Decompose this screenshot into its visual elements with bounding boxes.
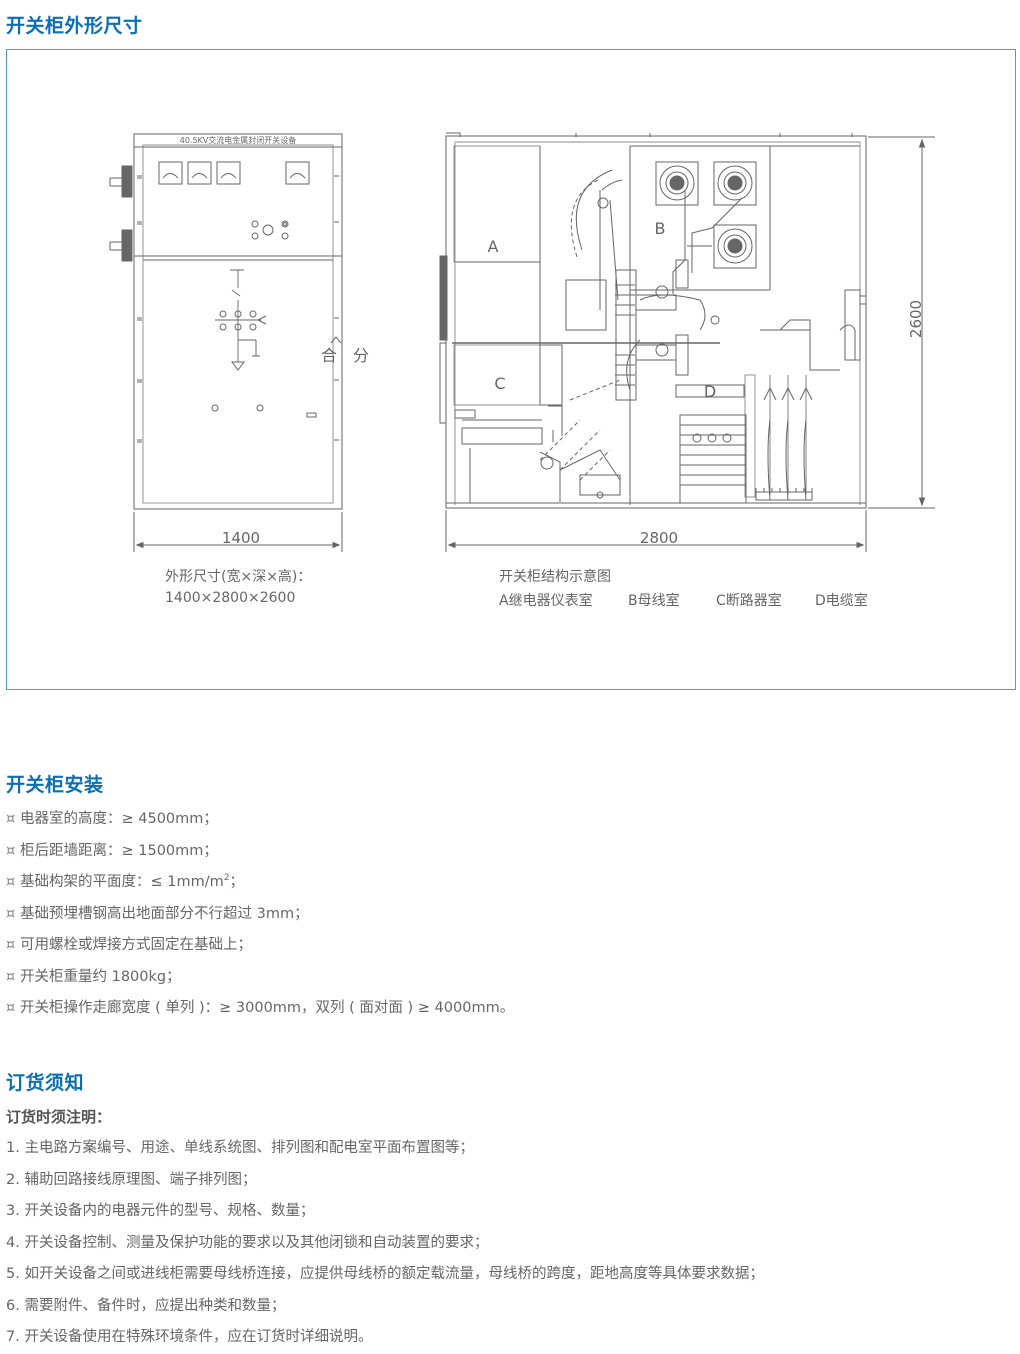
- switchgear-drawing: 40.5KV交流电金属封闭开关设备 合 分 1400: [109, 132, 935, 552]
- list-item: 3. 开关设备内的电器元件的型号、规格、数量；: [6, 1203, 315, 1219]
- item-text: 基础构架的平面度：≤ 1mm/m: [20, 874, 224, 890]
- item-text: 可用螺栓或焊接方式固定在基础上；: [20, 937, 252, 953]
- item-text: 开关柜操作走廊宽度 ( 单列 )：≥ 3000mm，双列 ( 面对面 ) ≥ 4…: [20, 1000, 515, 1016]
- section-title-installation: 开关柜安装: [6, 774, 104, 796]
- legend-b: B母线室: [628, 593, 680, 609]
- bullet-icon: ¤: [6, 1000, 16, 1016]
- item-text: 基础预埋槽钢高出地面部分不行超过 3mm；: [20, 905, 309, 922]
- front-width-label: 1400: [222, 529, 260, 547]
- section-title-dimensions: 开关柜外形尺寸: [6, 15, 143, 37]
- list-item: ¤基础构架的平面度：≤ 1mm/m2；: [6, 867, 514, 899]
- open-label: 分: [353, 346, 369, 365]
- item-text: 电器室的高度：≥ 4500mm；: [20, 811, 218, 827]
- room-b-label: B: [655, 219, 666, 238]
- legend-a: A继电器仪表室: [499, 593, 593, 609]
- bullet-icon: ¤: [6, 874, 16, 890]
- item-text: 开关柜重量约 1800kg；: [20, 968, 181, 985]
- section-title-ordering: 订货须知: [6, 1072, 85, 1094]
- list-item: ¤柜后距墙距离：≥ 1500mm；: [6, 836, 514, 868]
- list-item: 6. 需要附件、备件时，应提出种类和数量；: [6, 1297, 286, 1314]
- item-text-end: ；: [229, 874, 244, 890]
- room-c-label: C: [494, 374, 505, 393]
- legend-c: C断路器室: [716, 593, 782, 609]
- list-item: ¤电器室的高度：≥ 4500mm；: [6, 804, 514, 836]
- dims-value: 1400×2800×2600: [165, 590, 296, 606]
- structure-caption: 开关柜结构示意图: [499, 569, 611, 585]
- bullet-icon: ¤: [6, 905, 16, 922]
- list-item: ¤开关柜操作走廊宽度 ( 单列 )：≥ 3000mm，双列 ( 面对面 ) ≥ …: [6, 993, 514, 1025]
- legend-d: D电缆室: [815, 593, 868, 609]
- bullet-icon: ¤: [6, 842, 16, 859]
- front-view: 40.5KV交流电金属封闭开关设备 合 分 1400: [109, 133, 369, 552]
- list-item: 4. 开关设备控制、测量及保护功能的要求以及其他闭锁和自动装置的要求；: [6, 1234, 489, 1251]
- figure-frame: [6, 49, 1016, 690]
- list-item: ¤可用螺栓或焊接方式固定在基础上；: [6, 930, 514, 962]
- depth-label: 2800: [640, 529, 678, 547]
- list-item: 5. 如开关设备之间或进线柜需要母线桥连接，应提供母线桥的额定载流量，母线桥的跨…: [6, 1266, 764, 1282]
- list-item: 2. 辅助回路接线原理图、端子排列图；: [6, 1171, 257, 1188]
- side-view: A B C D 2600 2800: [439, 132, 935, 552]
- bullet-icon: ¤: [6, 937, 16, 953]
- room-a-label: A: [488, 237, 499, 256]
- installation-list: ¤电器室的高度：≥ 4500mm； ¤柜后距墙距离：≥ 1500mm； ¤基础构…: [6, 804, 514, 1025]
- item-text: 柜后距墙距离：≥ 1500mm；: [20, 842, 218, 859]
- room-d-label: D: [704, 382, 716, 401]
- close-label: 合: [321, 346, 337, 365]
- bullet-icon: ¤: [6, 811, 16, 827]
- bullet-icon: ¤: [6, 968, 16, 985]
- ordering-list: 1. 主电路方案编号、用途、单线系统图、排列图和配电室平面布置图等； 2. 辅助…: [6, 1133, 764, 1354]
- list-item: ¤基础预埋槽钢高出地面部分不行超过 3mm；: [6, 899, 514, 931]
- front-header-text: 40.5KV交流电金属封闭开关设备: [180, 135, 297, 145]
- list-item: ¤开关柜重量约 1800kg；: [6, 962, 514, 994]
- dims-caption: 外形尺寸(宽×深×高)：: [165, 569, 312, 585]
- list-item: 1. 主电路方案编号、用途、单线系统图、排列图和配电室平面布置图等；: [6, 1140, 474, 1156]
- list-item: 7. 开关设备使用在特殊环境条件，应在订货时详细说明。: [6, 1329, 373, 1345]
- superscript: 2: [223, 873, 230, 884]
- height-label: 2600: [907, 300, 925, 338]
- ordering-subtitle: 订货时须注明：: [6, 1108, 112, 1126]
